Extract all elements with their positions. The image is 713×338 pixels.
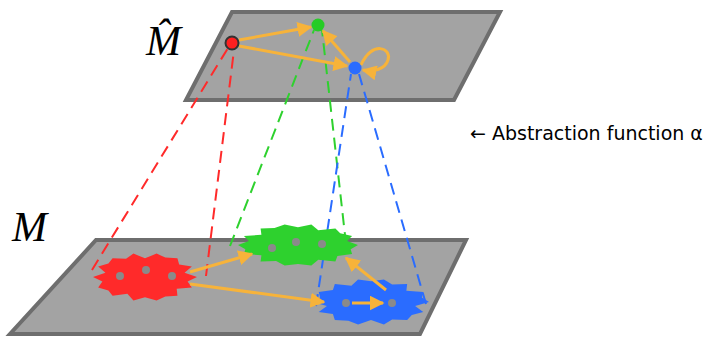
state-set <box>93 254 197 301</box>
state-set <box>238 225 358 266</box>
concrete-state <box>268 244 276 252</box>
abstract-states <box>226 19 362 75</box>
concrete-state <box>342 299 350 307</box>
base-plane <box>10 240 466 334</box>
concrete-state <box>388 299 396 307</box>
concrete-state <box>168 272 176 280</box>
concrete-state <box>116 272 124 280</box>
abstract-plane <box>186 12 500 100</box>
abstract-model-label: M̂ <box>146 20 181 62</box>
concrete-state <box>292 238 300 246</box>
concrete-state <box>318 240 326 248</box>
concrete-state-sets <box>93 225 429 325</box>
state-set <box>313 280 429 325</box>
model-label: M <box>12 206 47 248</box>
concrete-state <box>142 266 150 274</box>
abstraction-label: ← Abstraction function α <box>470 124 703 143</box>
abstraction-lines <box>92 30 426 306</box>
transitions <box>190 27 389 303</box>
